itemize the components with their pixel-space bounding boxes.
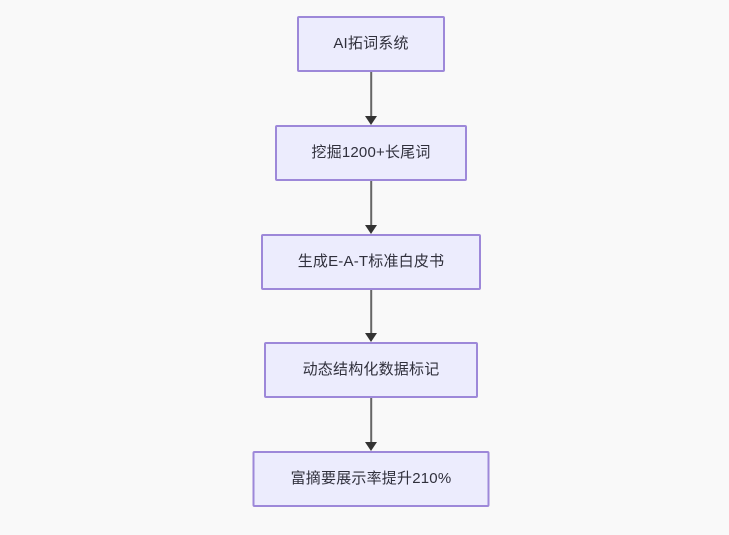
flow-edge: [364, 72, 378, 125]
flow-node-label: 富摘要展示率提升210%: [290, 470, 452, 487]
flow-node-label: 挖掘1200+长尾词: [311, 144, 431, 161]
flow-node[interactable]: 富摘要展示率提升210%: [252, 451, 490, 507]
arrow-down-icon: [365, 442, 377, 451]
flow-edge-line: [370, 181, 372, 226]
flow-node[interactable]: 挖掘1200+长尾词: [275, 125, 467, 181]
flow-node[interactable]: 动态结构化数据标记: [264, 342, 478, 398]
flow-edge-line: [370, 290, 372, 334]
arrow-down-icon: [365, 116, 377, 125]
arrow-down-icon: [365, 333, 377, 342]
flow-edge: [364, 290, 378, 342]
flow-node-label: 动态结构化数据标记: [302, 361, 440, 378]
flow-node-label: 生成E-A-T标准白皮书: [297, 253, 445, 270]
flow-node[interactable]: 生成E-A-T标准白皮书: [261, 234, 481, 290]
flow-node[interactable]: AI拓词系统: [297, 16, 445, 72]
flow-edge-line: [370, 72, 372, 117]
flow-node-label: AI拓词系统: [333, 35, 409, 52]
flow-edge: [364, 398, 378, 451]
flow-edge: [364, 181, 378, 234]
flow-edge-line: [370, 398, 372, 443]
arrow-down-icon: [365, 225, 377, 234]
